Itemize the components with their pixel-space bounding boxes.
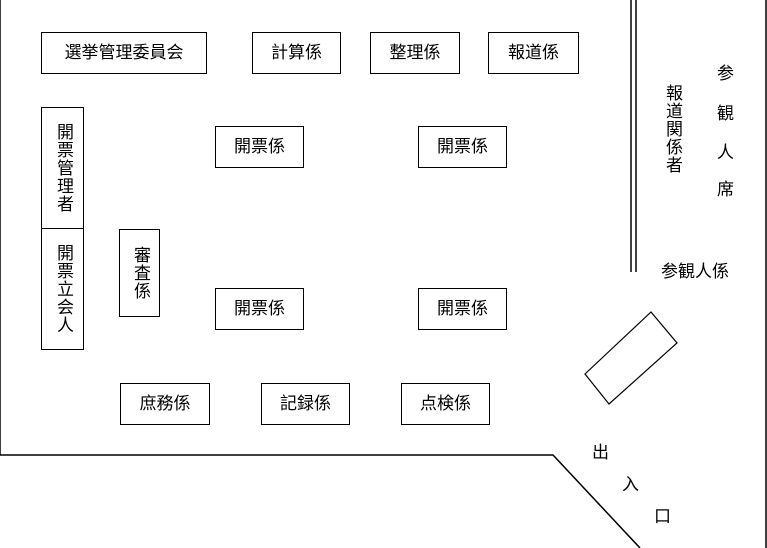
press-box: 報道係 — [488, 32, 579, 74]
manager-label: 開票管理者 — [53, 123, 73, 213]
manager-box: 開票管理者 — [41, 107, 84, 229]
counter-box-top-left: 開票係 — [215, 126, 304, 168]
committee-label: 選挙管理委員会 — [64, 42, 184, 63]
calc-label: 計算係 — [271, 42, 322, 63]
general-affairs-label: 庶務係 — [139, 393, 191, 414]
counter-label: 開票係 — [437, 136, 488, 157]
general-affairs-box: 庶務係 — [120, 383, 210, 425]
calc-box: 計算係 — [252, 32, 341, 74]
record-label: 記録係 — [280, 393, 331, 414]
observer-seat-char: 席 — [717, 180, 734, 200]
inspect-box: 点検係 — [401, 383, 490, 425]
counter-label: 開票係 — [234, 136, 285, 157]
press-label: 報道係 — [508, 42, 559, 63]
entrance-char: 入 — [622, 475, 639, 495]
counter-label: 開票係 — [437, 298, 488, 319]
witness-box: 開票立会人 — [41, 228, 84, 350]
entrance-char: 口 — [654, 507, 671, 527]
witness-label: 開票立会人 — [53, 244, 73, 334]
counter-label: 開票係 — [234, 298, 285, 319]
observer-seat-char: 参 — [717, 64, 734, 84]
review-box: 審査係 — [119, 229, 160, 317]
entrance-char: 出 — [592, 443, 609, 463]
review-label: 審査係 — [130, 246, 150, 300]
counter-box-bottom-right: 開票係 — [418, 288, 507, 330]
observer-seat-char: 人 — [717, 143, 734, 163]
observer-desk — [584, 311, 678, 405]
observer-staff-label: 参観人係 — [661, 262, 729, 282]
press-seats-label: 報道関係者 — [662, 84, 682, 174]
inspect-label: 点検係 — [420, 393, 471, 414]
record-box: 記録係 — [261, 383, 350, 425]
observer-seat-char: 観 — [717, 104, 734, 124]
counter-box-bottom-left: 開票係 — [215, 288, 304, 330]
room-wall — [0, 0, 641, 548]
committee-box: 選挙管理委員会 — [41, 32, 207, 74]
arrange-label: 整理係 — [389, 42, 441, 63]
counter-box-top-right: 開票係 — [418, 126, 507, 168]
arrange-box: 整理係 — [370, 32, 460, 74]
